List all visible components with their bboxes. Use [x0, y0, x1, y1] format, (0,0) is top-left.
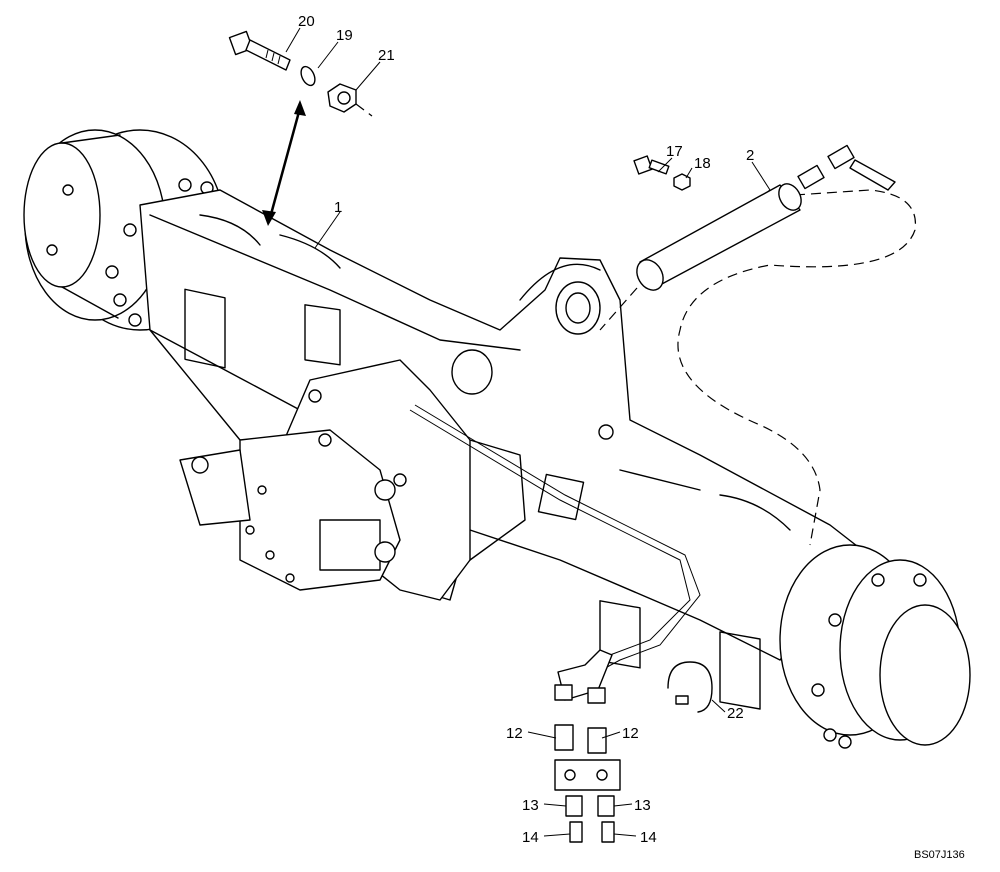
- callout-1: 1: [334, 199, 342, 216]
- clamp-22: [667, 661, 713, 713]
- callout-2: 2: [746, 147, 754, 164]
- callout-21: 21: [378, 47, 395, 64]
- callout-12-right: 12: [622, 725, 639, 742]
- callout-14-right: 14: [640, 829, 657, 846]
- accumulator: [636, 144, 896, 291]
- bolt-20-washer-19-nut-21: [228, 30, 373, 117]
- callout-12-left: 12: [506, 725, 523, 742]
- leader-lines: [285, 27, 771, 837]
- bolt-17-nut-18: [633, 155, 691, 191]
- hydraulic-motor: [179, 359, 526, 601]
- callout-13-left: 13: [522, 797, 539, 814]
- assembly-arrow: [262, 100, 306, 226]
- drawing-number: BS07J136: [914, 849, 965, 861]
- callout-labels: 1 2 17 18 19 20 21 12 12 13 13 14 14 22: [298, 13, 754, 846]
- callout-18: 18: [694, 155, 711, 172]
- callout-13-right: 13: [634, 797, 651, 814]
- callout-17: 17: [666, 143, 683, 160]
- callout-22: 22: [727, 705, 744, 722]
- right-wheel-hub: [779, 544, 971, 749]
- fittings-stack: [554, 684, 621, 843]
- callout-20: 20: [298, 13, 315, 30]
- callout-14-left: 14: [522, 829, 539, 846]
- callout-19: 19: [336, 27, 353, 44]
